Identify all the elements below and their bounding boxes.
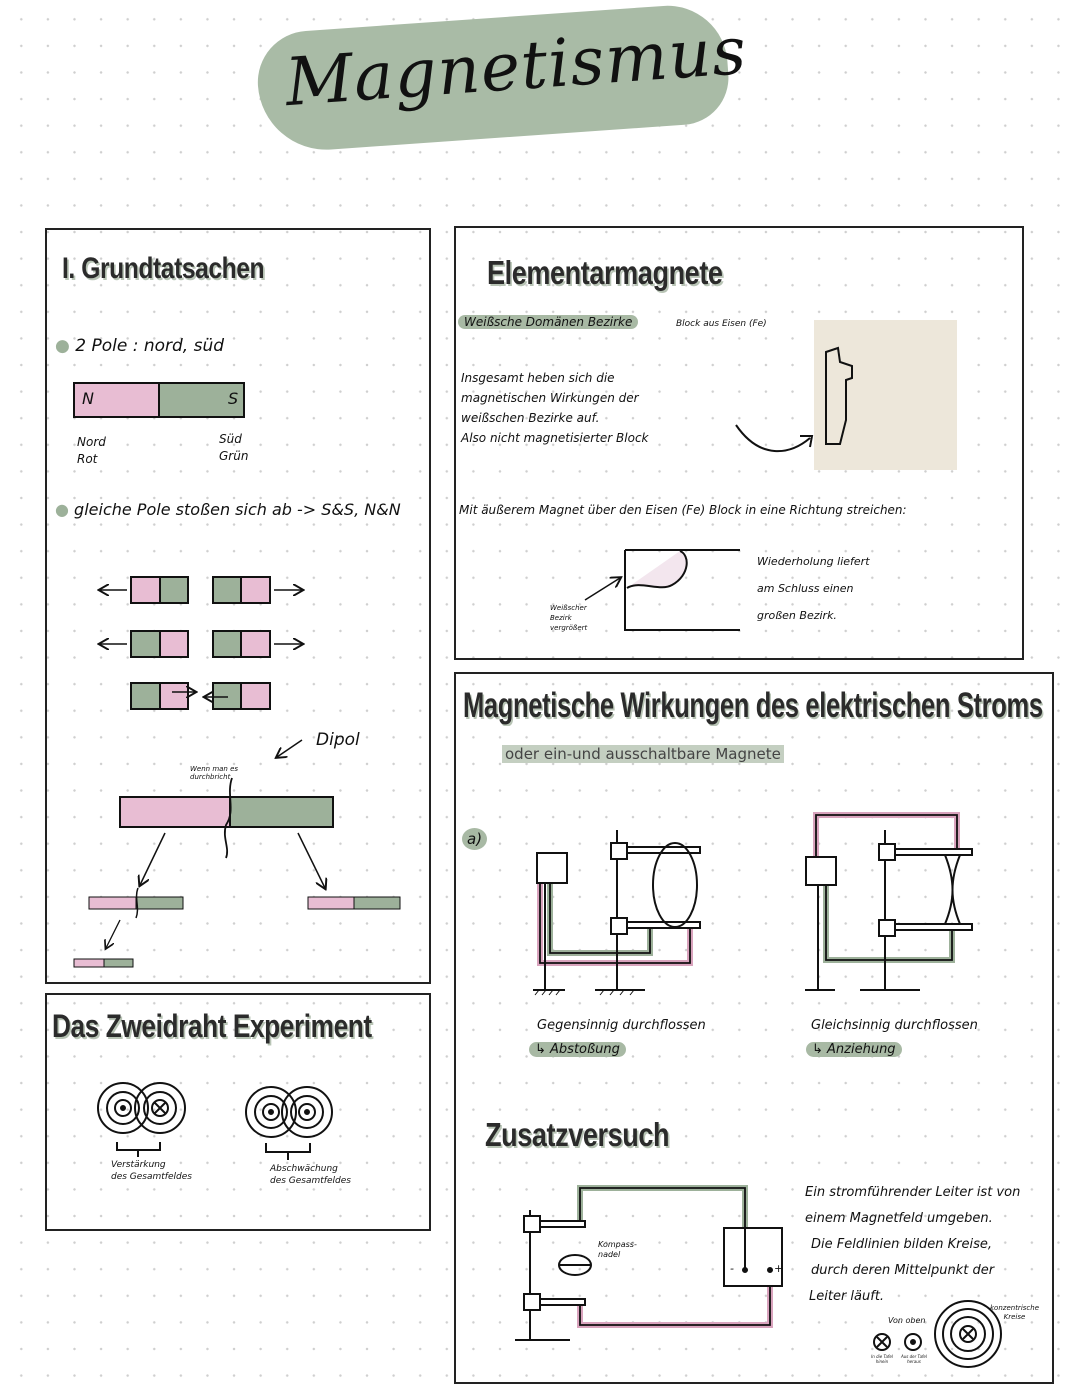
attracting-magnets: [130, 682, 271, 710]
para-line: Insgesamt heben sich die: [461, 371, 615, 385]
konzentrisch-label: konzentrische Kreise: [990, 1304, 1039, 1322]
right-caption-2: des Gesamtfeldes: [270, 1176, 351, 1186]
part-a-label: a): [462, 828, 488, 850]
heading-elementarmagnete: Elementarmagnete: [487, 254, 723, 291]
para-line: Also nicht magnetisierter Block: [461, 431, 649, 445]
battery-minus: -: [730, 1262, 734, 1275]
battery-plus: +: [774, 1262, 784, 1275]
label-nord: Nord: [77, 435, 106, 449]
zusatz-line: durch deren Mittelpunkt der: [811, 1263, 995, 1278]
right-caption-1: Abschwächung: [270, 1164, 338, 1174]
heading-grundtatsachen: I. Grundtatsachen: [62, 252, 265, 285]
repeat-line: am Schluss einen: [757, 582, 854, 595]
bullet-repel-text: gleiche Pole stoßen sich ab -> S&S, N&N: [74, 500, 401, 519]
zusatz-line: Ein stromführender Leiter ist von: [805, 1185, 1021, 1200]
heading-wirkungen: Magnetische Wirkungen des elektrischen S…: [463, 686, 1043, 725]
enlarged-line: vergrößert: [550, 624, 588, 632]
break-note: Wenn man es durchbricht: [190, 765, 239, 781]
para-line: magnetischen Wirkungen der: [461, 391, 639, 405]
section-grundtatsachen: [45, 228, 431, 984]
para-line: weißschen Bezirke auf.: [461, 411, 600, 425]
compass-label: Kompass- nadel: [598, 1240, 637, 1260]
magnet-s-label: S: [228, 389, 239, 408]
wirkungen-subtitle: oder ein-und ausschaltbare Magnete: [502, 745, 784, 763]
repeat-text: Wiederholung liefert am Schluss einen gr…: [757, 548, 870, 629]
label-sued: Süd: [219, 432, 242, 446]
heading-zusatzversuch: Zusatzversuch: [485, 1116, 670, 1153]
section-wirkungen: [454, 672, 1054, 1384]
repeat-line: Wiederholung liefert: [757, 555, 870, 568]
left-circuit-result: ↳ Abstoßung: [529, 1042, 626, 1057]
right-circuit-result: ↳ Anziehung: [806, 1042, 902, 1057]
heading-zweidraht: Das Zweidraht Experiment: [52, 1008, 372, 1044]
domain-diagrams: [584, 346, 853, 631]
dipol-magnet: [73, 739, 401, 968]
zusatz-line: Die Feldlinien bilden Kreise,: [811, 1237, 993, 1252]
konzentrisch-line: Kreise: [1003, 1313, 1026, 1321]
bullet-poles: ● 2 Pole : nord, süd: [55, 336, 225, 356]
circuit-gleichsinnig: [805, 812, 973, 991]
section-elementarmagnete: [454, 226, 1024, 660]
enlarged-label: Weißscher Bezirk vergrößert: [550, 603, 587, 633]
repelling-magnets: [100, 576, 302, 658]
magnet-n-label: N: [82, 389, 94, 408]
left-circuit-caption: Gegensinnig durchflossen: [537, 1018, 706, 1033]
left-caption-1: Verstärkung: [111, 1160, 166, 1170]
right-circuit-caption: Gleichsinnig durchflossen: [811, 1018, 978, 1033]
label-rot: Rot: [77, 452, 98, 466]
into-board-label: In die Tafel hinein: [871, 1354, 893, 1364]
concentric-circles-diagram: [873, 1300, 1002, 1368]
section-zweidraht: [45, 993, 431, 1231]
compass-line: nadel: [598, 1250, 621, 1259]
bullet-repel: ● gleiche Pole stoßen sich ab -> S&S, N&…: [55, 500, 401, 519]
bullet-poles-text: 2 Pole : nord, süd: [75, 336, 225, 356]
highlight-weiss-domains: Weißsche Domänen Bezirke: [458, 315, 639, 329]
circuit-gegensinnig: [533, 830, 701, 996]
von-oben-label: Von oben: [888, 1316, 926, 1325]
domain-paragraph: Insgesamt heben sich die magnetischen Wi…: [461, 368, 649, 448]
circuit-zusatzversuch: [515, 1185, 783, 1341]
konzentrisch-line: konzentrische: [990, 1304, 1039, 1312]
stroke-instruction: Mit äußerem Magnet über den Eisen (Fe) B…: [459, 503, 907, 517]
compass-line: Kompass-: [598, 1240, 637, 1249]
two-wire-field-diagram: [97, 1082, 333, 1160]
label-gruen: Grün: [219, 449, 249, 463]
dipol-label: Dipol: [316, 730, 360, 750]
out-of-board-label: Aus der Tafel heraus: [901, 1354, 927, 1364]
block-label: Block aus Eisen (Fe): [676, 319, 767, 329]
enlarged-line: Weißscher: [550, 604, 587, 612]
enlarged-line: Bezirk: [550, 614, 572, 622]
zusatz-line: einem Magnetfeld umgeben.: [805, 1211, 993, 1226]
left-caption-2: des Gesamtfeldes: [111, 1172, 192, 1182]
bar-magnet: [73, 382, 245, 418]
repeat-line: großen Bezirk.: [757, 609, 837, 622]
zusatz-text: Ein stromführender Leiter ist von einem …: [805, 1180, 1020, 1310]
zusatz-line: Leiter läuft.: [809, 1289, 885, 1304]
